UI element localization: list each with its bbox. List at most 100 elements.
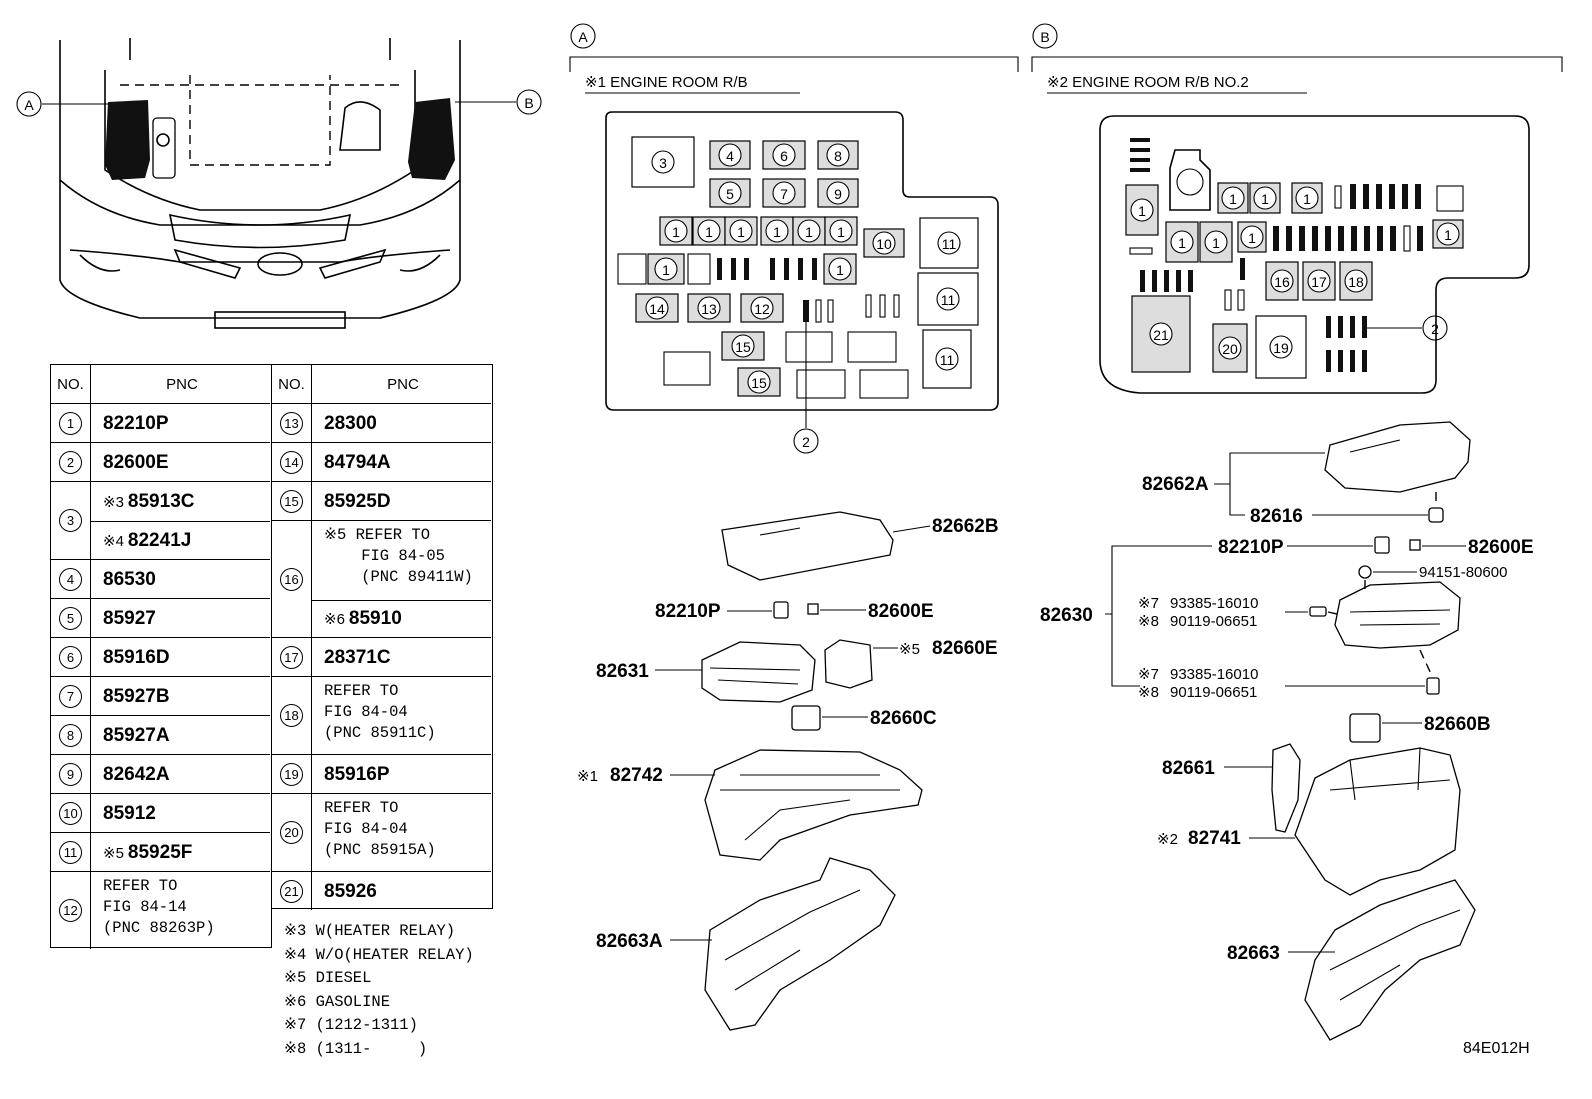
relay-box-a-layout: 2 [605, 111, 999, 454]
part-82741-note: ※2 [1157, 831, 1178, 848]
component-number: 8 [834, 148, 842, 164]
note-7b: ※7 [1138, 666, 1159, 683]
part-82631-label: 82631 [596, 661, 649, 682]
component-marker-8: 8 [817, 140, 859, 170]
row-number-cell: 20 [272, 794, 312, 871]
pnc-cell: 28371C [324, 638, 391, 677]
footnote: ※4 W/O(HEATER RELAY) [284, 945, 474, 964]
pnc-cell: 85916P [324, 755, 390, 794]
relay-box-b-layout: 2 [1099, 115, 1530, 394]
row-number-cell: 19 [272, 755, 312, 793]
part-82616-label: 82616 [1250, 506, 1303, 527]
row-number-cell: 3 [51, 482, 91, 559]
component-number: 1 [836, 262, 844, 278]
row-number-cell: 11 [51, 833, 91, 871]
component-number: 1 [805, 224, 813, 240]
component-marker-1: 1 [647, 253, 685, 285]
component-number: 11 [941, 292, 956, 308]
item-number-circle: 10 [59, 801, 82, 825]
pnc-value: 85927B [103, 685, 170, 707]
component-marker-21: 21 [1131, 295, 1191, 373]
row-number-cell: 12 [51, 872, 91, 949]
component-marker-9: 9 [817, 178, 859, 208]
row-number-cell: 14 [272, 443, 312, 481]
relay-block-82630-shape [1334, 581, 1461, 649]
component-marker-1: 1 [1199, 221, 1233, 263]
component-marker-19: 19 [1255, 315, 1307, 379]
vehicle-engine-bay-illustration: A B [16, 38, 542, 329]
component-number: 1 [1178, 235, 1186, 251]
row-number-cell: 4 [51, 560, 91, 598]
item-number-circle: 1 [59, 411, 82, 435]
pnc-value: 85910 [348, 608, 402, 629]
part-82742-note: ※1 [577, 768, 598, 785]
footnotes: ※3 W(HEATER RELAY)※4 W/O(HEATER RELAY)※5… [284, 920, 474, 1061]
part-82662b-label: 82662B [932, 516, 999, 537]
component-marker-20: 20 [1212, 323, 1248, 373]
part-82660e-note: ※5 [899, 641, 920, 658]
row-number-cell: 7 [51, 677, 91, 715]
component-marker-1: 1 [1165, 221, 1199, 263]
table-row: 19 85916P [272, 754, 491, 793]
part-82660e-label: 82660E [932, 638, 998, 659]
table-row: 2 82600E [51, 442, 270, 481]
diagram-id: 84E012H [1463, 1040, 1530, 1057]
refer-cell: ※5 REFER TO FIG 84-05 (PNC 89411W) [324, 526, 473, 586]
pnc-value: 84794A [324, 451, 391, 473]
pnc-cell: 28300 [324, 404, 377, 443]
component-number: 13 [701, 301, 717, 317]
row-number-cell: 9 [51, 755, 91, 793]
exploded-parts-b: 82662A 82616 82210P 82600E 82630 94151-8… [1040, 421, 1534, 1041]
pnc-note: ※4 [103, 532, 124, 550]
component-marker-1: 1 [692, 216, 726, 246]
pnc-note: ※3 [103, 493, 124, 511]
component-marker-10: 10 [863, 228, 905, 258]
row-number-cell: 16 [272, 521, 312, 637]
part-82661-label: 82661 [1162, 758, 1215, 779]
pnc-value: 28371C [324, 646, 391, 668]
component-marker-15: 15 [721, 331, 765, 361]
pnc-cell: 85927 [103, 599, 156, 638]
item-number-circle: 19 [280, 762, 303, 786]
footnote: ※3 W(HEATER RELAY) [284, 922, 456, 940]
pnc-value: 82241J [127, 529, 192, 551]
pnc-cell: 85916D [103, 638, 170, 677]
component-marker-1: 1 [659, 216, 693, 246]
section-b-letter: B [1040, 29, 1049, 45]
component-number: 1 [1444, 227, 1452, 243]
cover-82662a-shape [1324, 421, 1471, 493]
pnc-value: 82600E [103, 451, 169, 473]
part-82210p-label-a: 82210P [655, 601, 721, 622]
row-number-cell: 18 [272, 677, 312, 754]
part-82741-label: 82741 [1188, 828, 1241, 849]
component-number: 15 [751, 375, 767, 391]
row-number-cell: 2 [51, 443, 91, 481]
pnc-cell: 85925D [324, 482, 391, 521]
component-marker-15: 15 [737, 367, 781, 397]
component-number: 1 [1229, 191, 1237, 207]
bolt-90119-b: 90119-06651 [1170, 684, 1257, 701]
pnc-value: 85925D [324, 490, 391, 512]
component-marker-1: 1 [1249, 182, 1281, 214]
component-marker-1: 1 [1125, 184, 1159, 236]
item-number-circle: 4 [59, 567, 82, 591]
row-divider [312, 600, 491, 601]
component-marker-5: 5 [709, 178, 751, 208]
footnote: ※8 (1311- ) [284, 1039, 428, 1058]
part-82600e-label-b: 82600E [1468, 537, 1534, 558]
